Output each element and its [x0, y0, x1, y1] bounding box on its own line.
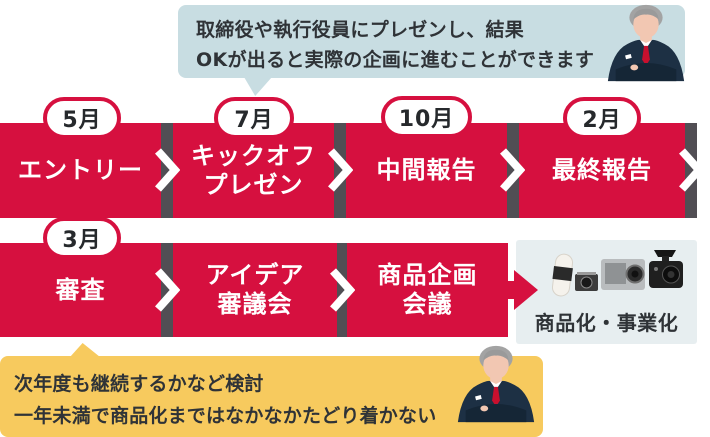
- month-badge-march-label: 3月: [62, 228, 102, 253]
- bottom-callout-text: 次年度も継続するかなど検討 一年未満で商品化まではなかなかたどり着かない: [0, 356, 543, 432]
- chevron-right-icon: [500, 148, 525, 192]
- chevron-right-icon: [155, 148, 180, 192]
- separator-strip: [161, 243, 173, 337]
- bottom-callout-line2: 一年未満で商品化まではなかなかたどり着かない: [14, 405, 437, 427]
- reviewer-person-icon: [457, 345, 535, 423]
- month-badge-may: 5月: [43, 97, 121, 139]
- step-final-label: 最終報告: [552, 156, 652, 184]
- chevron-right-icon: [155, 268, 180, 312]
- month-badge-july-label: 7月: [234, 108, 274, 133]
- step-idea-council-label: アイデア 審議会: [205, 261, 305, 318]
- step-interim-report: 中間報告: [346, 123, 507, 218]
- month-badge-march: 3月: [43, 217, 121, 259]
- step-kickoff-label: キックオフ プレゼン: [191, 141, 316, 199]
- top-callout-tail: [244, 77, 272, 96]
- top-callout-line2: OKが出ると実際の企画に進むことができます: [196, 49, 595, 71]
- chevron-right-icon: [328, 148, 353, 192]
- step-product-planning-meeting: 商品企画 会議: [347, 243, 508, 337]
- step-product-planning-label: 商品企画 会議: [377, 261, 478, 318]
- arrow-right-icon: [486, 270, 538, 310]
- step-kickoff-presentation: キックオフ プレゼン: [173, 123, 334, 218]
- separator-strip: [161, 123, 173, 218]
- step-screening-label: 審査: [55, 275, 106, 304]
- dashcam-products-illustration: [551, 250, 683, 297]
- separator-strip: [685, 123, 697, 218]
- month-badge-october-label: 10月: [398, 107, 455, 132]
- separator-strip: [337, 243, 347, 337]
- step-entry-label: エントリー: [18, 156, 143, 184]
- outcome-label: 商品化・事業化: [534, 311, 679, 335]
- step-interim-label: 中間報告: [376, 156, 477, 184]
- step-idea-council: アイデア 審議会: [173, 243, 337, 337]
- bottom-callout-tail: [70, 343, 100, 357]
- month-badge-february: 2月: [563, 97, 641, 139]
- top-callout-line1: 取締役や執行役員にプレゼンし、結果: [196, 19, 525, 41]
- bottom-callout: 次年度も継続するかなど検討 一年未満で商品化まではなかなかたどり着かない: [0, 343, 543, 437]
- outcome-commercialization: 商品化・事業化: [516, 240, 697, 344]
- chevron-right-icon: [330, 268, 355, 312]
- separator-strip: [334, 123, 346, 218]
- executive-person-icon: [607, 4, 685, 82]
- month-badge-february-label: 2月: [582, 108, 622, 133]
- month-badge-july: 7月: [214, 97, 294, 139]
- separator-strip: [507, 123, 519, 218]
- top-callout-text: 取締役や執行役員にプレゼンし、結果 OKが出ると実際の企画に進むことができます: [178, 5, 685, 75]
- month-badge-october: 10月: [381, 96, 472, 138]
- bottom-callout-line1: 次年度も継続するかなど検討: [14, 373, 264, 395]
- top-callout: 取締役や執行役員にプレゼンし、結果 OKが出ると実際の企画に進むことができます: [178, 4, 685, 96]
- month-badge-may-label: 5月: [62, 108, 102, 133]
- chevron-right-icon: [679, 148, 704, 192]
